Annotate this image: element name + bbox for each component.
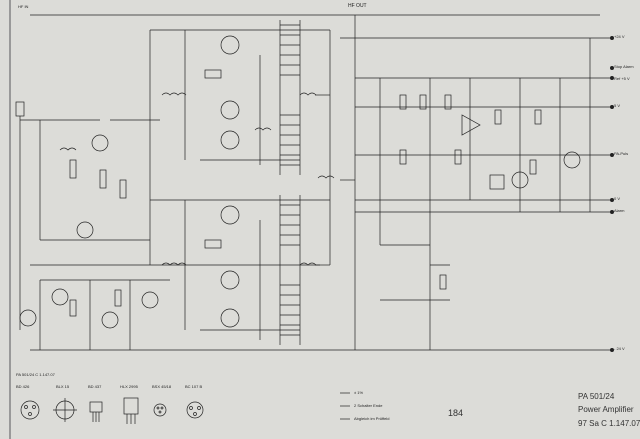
package-bd437	[89, 401, 103, 422]
bias-transistor-a	[51, 288, 69, 306]
package-label-bd437: BD 437	[88, 384, 102, 389]
package-label-hlx2995: HLX 2995	[120, 384, 138, 389]
terminal-plus24: +24 V	[614, 34, 625, 39]
op-amp-symbol	[461, 114, 481, 136]
package-bd426	[20, 400, 40, 420]
page-number: 184	[448, 408, 464, 418]
lower-capacitor-bank	[279, 195, 301, 345]
package-hlx2995	[123, 397, 139, 424]
package-label-blx15: BLX 15	[56, 384, 70, 389]
terminal-pa-puls: PA-Puls	[614, 151, 629, 156]
lower-power-transistor-b	[220, 308, 240, 328]
package-bsx45	[153, 403, 167, 417]
title-name: Power Amplifier	[578, 405, 634, 414]
alarm-transistor-a	[511, 171, 529, 189]
alarm-transistor-b	[563, 151, 581, 169]
lower-power-transistor-a	[220, 270, 240, 290]
terminal-minus24: - 24 V	[614, 346, 625, 351]
output-label: HF OUT	[348, 3, 367, 9]
bias-transistor-b	[101, 311, 119, 329]
bias-transistor-d	[19, 309, 37, 327]
lower-coil	[161, 262, 187, 266]
combiner-coil	[317, 175, 335, 179]
title-doc-number: 97 Sa C 1.147.07	[578, 419, 640, 428]
upper-coil	[161, 92, 187, 96]
legend-item-adjust: Abgleich im Prüffeld	[354, 416, 390, 421]
lower-output-coil	[299, 262, 317, 266]
package-bc107	[186, 401, 204, 419]
upper-driver-transistor	[220, 35, 240, 55]
upper-power-transistor-a	[220, 100, 240, 120]
comparator-ic	[489, 174, 505, 190]
upper-resistor-array	[204, 69, 222, 79]
lower-resistor-array	[204, 239, 222, 249]
input-label: HF IN	[18, 4, 29, 9]
package-blx15	[53, 398, 77, 422]
upper-power-transistor-b	[220, 130, 240, 150]
terminal-five-volt: 5 V	[614, 103, 621, 108]
package-label-bd426: BD 426	[16, 384, 30, 389]
package-label-bsx45: BSX 45/18	[152, 384, 172, 389]
legend-item-tolerance: ± 1%	[354, 390, 364, 395]
terminal-zero-volt: 0 V	[614, 196, 621, 201]
title-model: PA 501/24	[578, 392, 615, 401]
terminal-stop-alarm: Stop Alarm	[614, 64, 634, 69]
terminal-alarm: Alarm	[614, 208, 625, 213]
upper-output-coil	[299, 92, 317, 96]
bias-transistor-c	[141, 291, 159, 309]
package-label-bc107: BC 107 B	[185, 384, 203, 389]
input-coil	[59, 147, 77, 151]
lower-driver-transistor	[220, 205, 240, 225]
upper-capacitor-bank	[279, 20, 301, 175]
terminal-ref-voltage: Ref +5 V	[614, 76, 630, 81]
input-transistor-bottom	[76, 221, 94, 239]
sheet-stamp: PA 501/24 C 1.147.07	[16, 372, 55, 377]
input-transistor-top	[91, 134, 109, 152]
input-resistor	[15, 101, 25, 117]
legend-item-switch: 2 Schalter Ende	[354, 403, 383, 408]
